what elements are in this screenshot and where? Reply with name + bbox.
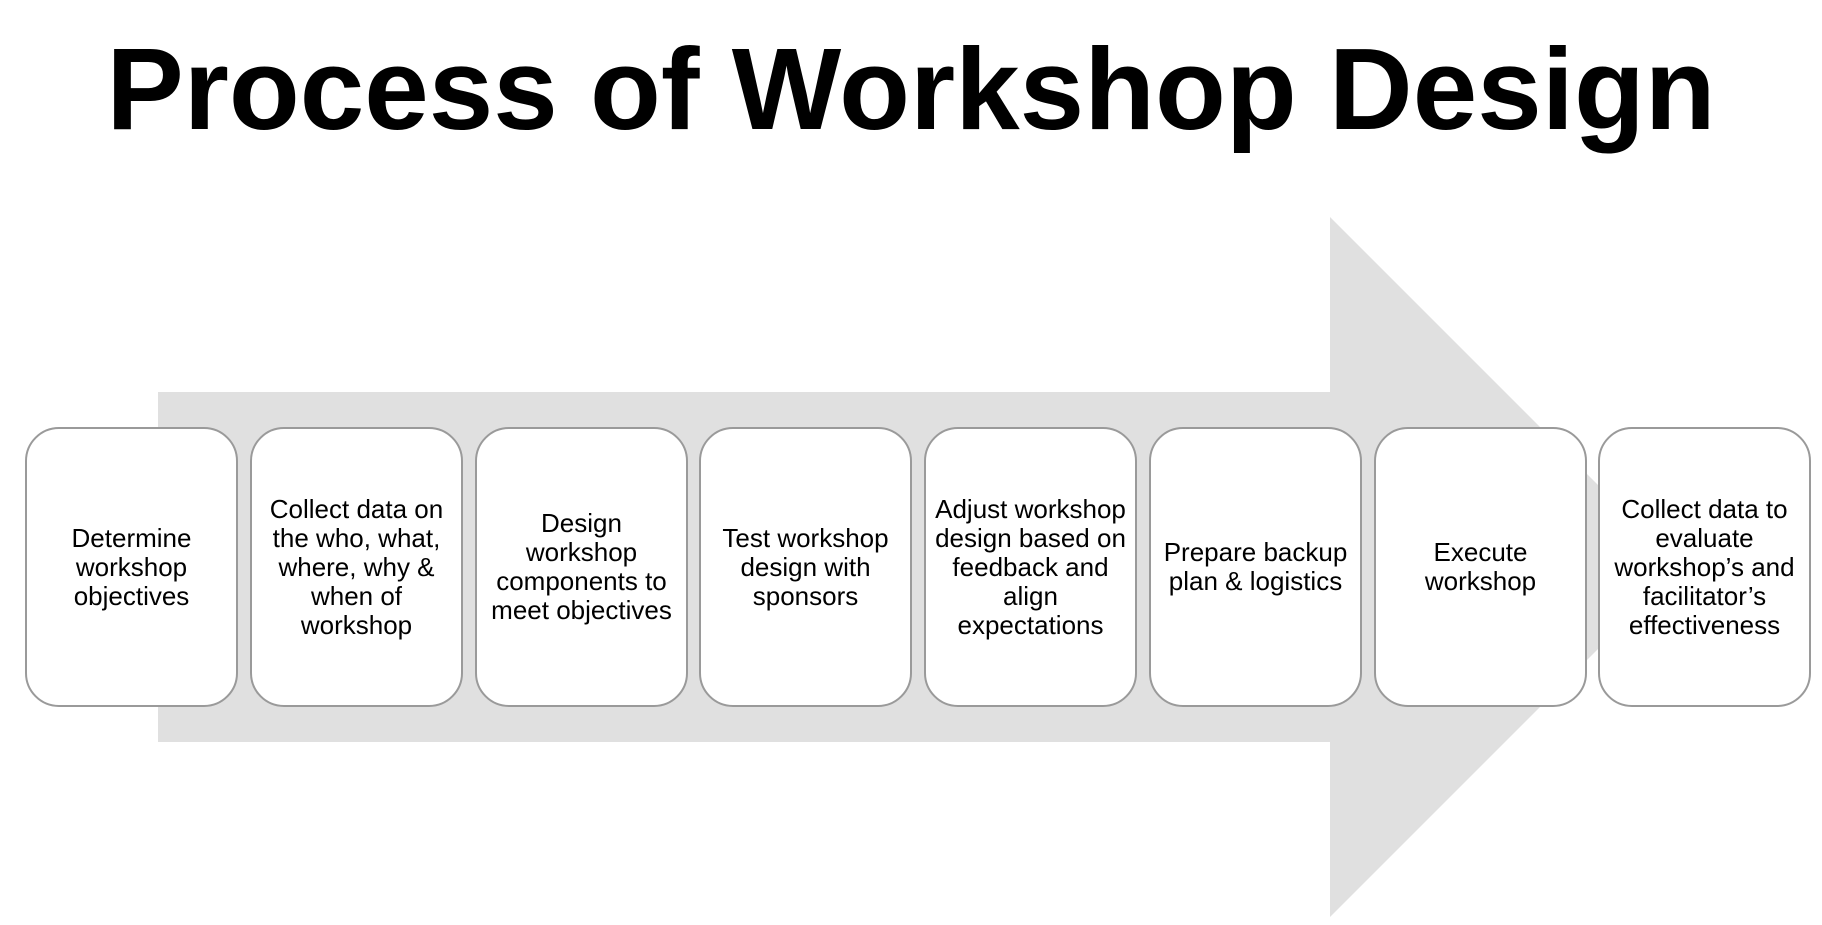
step-box-adjust-design: Adjust workshop design based on feedback… xyxy=(924,427,1137,707)
step-label: Collect data on the who, what, where, wh… xyxy=(269,493,444,640)
step-label: Adjust workshop design based on feedback… xyxy=(935,493,1126,640)
page-title: Process of Workshop Design xyxy=(106,24,1716,154)
step-box-test-design: Test workshop design with sponsors xyxy=(699,427,912,707)
step-label: Design workshop components to meet objec… xyxy=(491,508,672,625)
step-box-execute-workshop: Execute workshop xyxy=(1374,427,1587,707)
step-box-design-components: Design workshop components to meet objec… xyxy=(475,427,688,707)
step-label: Collect data to evaluate workshop’s and … xyxy=(1614,493,1795,640)
step-box-prepare-backup: Prepare backup plan & logistics xyxy=(1149,427,1362,707)
step-box-determine-objectives: Determine workshop objectives xyxy=(25,427,238,707)
step-box-evaluate-effectiveness: Collect data to evaluate workshop’s and … xyxy=(1598,427,1811,707)
step-label: Test workshop design with sponsors xyxy=(722,522,889,611)
step-label: Determine workshop objectives xyxy=(71,522,192,611)
step-label: Execute workshop xyxy=(1424,537,1537,596)
process-arrow-shape xyxy=(158,217,1680,917)
step-label: Prepare backup plan & logistics xyxy=(1163,537,1348,596)
step-box-collect-data: Collect data on the who, what, where, wh… xyxy=(250,427,463,707)
